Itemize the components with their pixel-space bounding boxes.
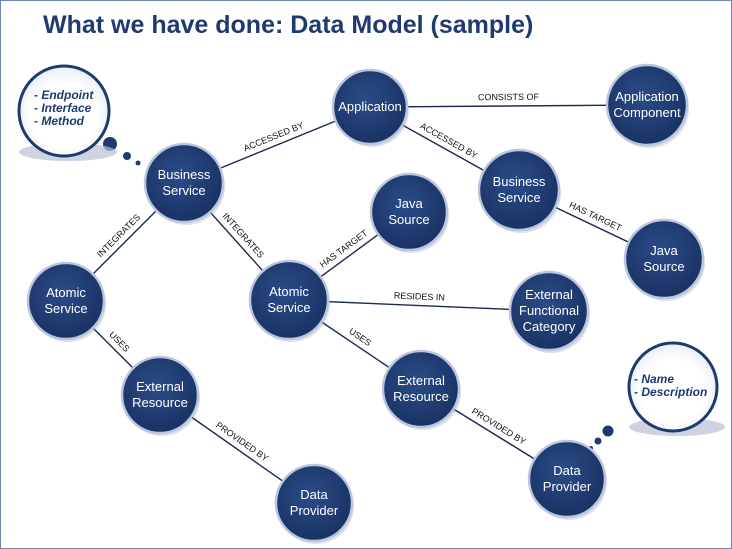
node-label: Source (643, 259, 684, 274)
node-circle (381, 349, 461, 429)
edge-label-consists-of: CONSISTS OF (478, 92, 540, 102)
thought-dot (594, 437, 602, 445)
node-label: Atomic (46, 285, 86, 300)
edge-label-uses-center: USES (347, 326, 373, 348)
node-label: External (397, 373, 445, 388)
thought-dot (123, 152, 131, 160)
bubble-circle (17, 64, 111, 158)
node-circle (508, 270, 590, 352)
callout-business-service-attributes: - Endpoint- Interface- Method (17, 64, 141, 166)
edge-label-integrates-center: INTEGRATES (221, 211, 266, 260)
edge-label-integrates-left: INTEGRATES (95, 212, 142, 259)
edge-label-uses-left: USES (107, 329, 131, 353)
node-layer: ApplicationApplicationComponentBusinessS… (26, 63, 705, 544)
node-label: Resource (393, 389, 449, 404)
edge-label-provided-by-left: PROVIDED BY (214, 420, 270, 463)
node-label: Service (497, 190, 540, 205)
node-label: Business (158, 167, 211, 182)
edge-resides-in (288, 299, 550, 312)
node-label: Resource (132, 395, 188, 410)
callout-line: - Interface (34, 101, 92, 115)
node-label: Java (650, 243, 678, 258)
node-label: Atomic (269, 284, 309, 299)
callout-line: - Description (634, 385, 707, 399)
node-label: Service (162, 183, 205, 198)
thought-dot (602, 425, 614, 437)
node-circle (120, 355, 200, 435)
node-label: Service (44, 301, 87, 316)
node-label: Data (553, 463, 581, 478)
node-circle (477, 148, 561, 232)
callout-line: - Name (634, 372, 674, 386)
node-label: External (136, 379, 184, 394)
node-label: Application (615, 89, 679, 104)
node-label: Application (338, 99, 402, 114)
node-label: Component (613, 105, 681, 120)
node-label: Data (300, 487, 328, 502)
node-label: Category (523, 319, 576, 334)
slide-title: What we have done: Data Model (sample) (43, 11, 534, 39)
node-circle (248, 259, 330, 341)
thought-dot (135, 160, 141, 166)
node-application[interactable]: Application (331, 68, 409, 147)
node-circle (369, 172, 449, 252)
node-label: Provider (290, 503, 339, 518)
node-label: Provider (543, 479, 592, 494)
edge-label-has-target-center: HAS TARGET (318, 228, 370, 270)
edge-consists-of (369, 104, 648, 108)
node-circle (26, 261, 106, 341)
callout-line: - Endpoint (34, 88, 94, 102)
node-label: External (525, 287, 573, 302)
node-label: Service (267, 300, 310, 315)
node-circle (527, 439, 607, 519)
node-circle (623, 218, 705, 300)
callout-line: - Method (34, 114, 85, 128)
edge-label-accessed-by-right: ACCESSED BY (418, 121, 479, 161)
node-circle (143, 142, 225, 224)
bubble-circle (627, 341, 719, 433)
node-label: Source (388, 212, 429, 227)
callout-layer: - Endpoint- Interface- Method - Name- Des… (17, 64, 725, 450)
node-label: Java (395, 196, 423, 211)
node-circle (605, 63, 689, 147)
node-label: Functional (519, 303, 579, 318)
edge-label-resides-in: RESIDES IN (394, 290, 445, 302)
callout-data-provider-attributes: - Name- Description (589, 341, 725, 450)
node-circle (274, 463, 354, 543)
node-label: Business (493, 174, 546, 189)
edge-label-provided-by-right: PROVIDED BY (470, 406, 528, 447)
node-circle (331, 68, 409, 146)
